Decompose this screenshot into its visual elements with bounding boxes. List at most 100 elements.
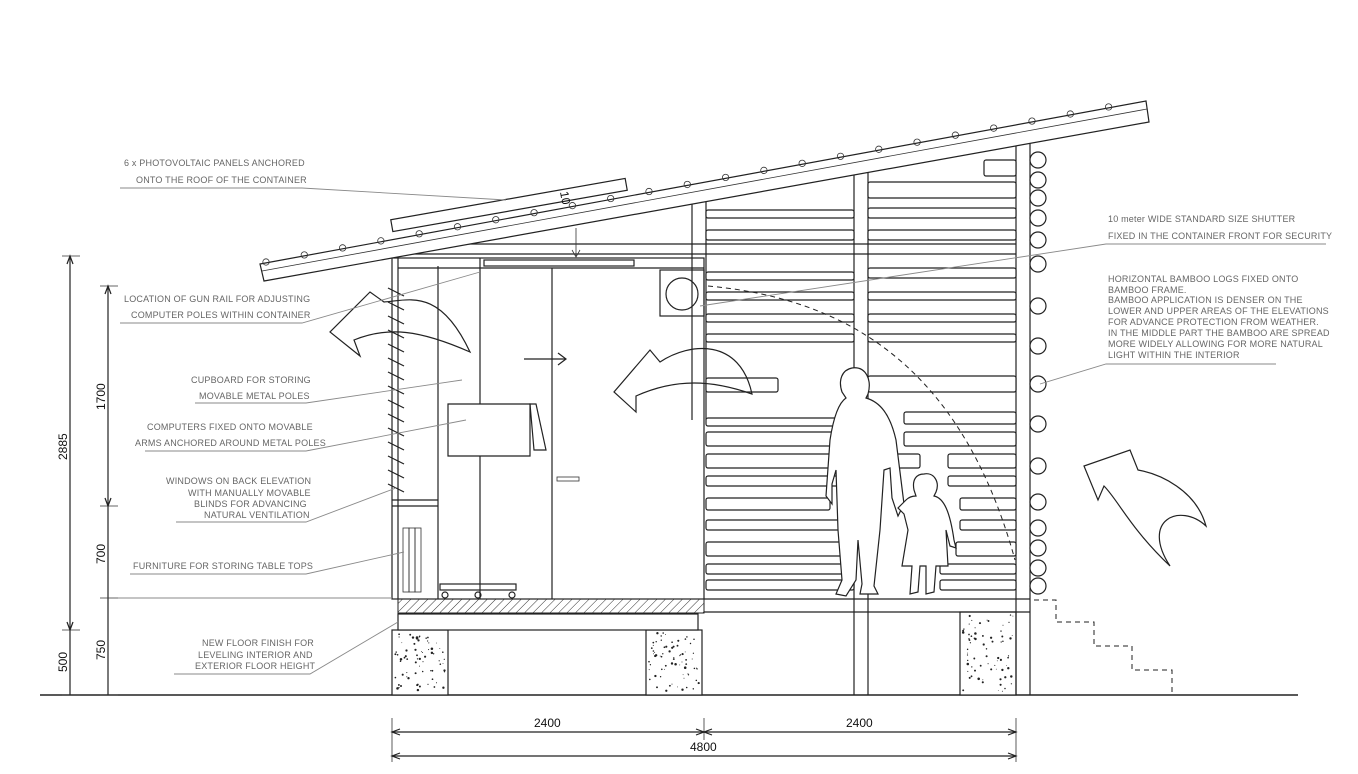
concrete-speckle: [424, 655, 427, 658]
bamboo-log: [903, 411, 1017, 425]
concrete-speckle: [650, 647, 653, 649]
concrete-speckle: [436, 642, 437, 644]
blind-slat: [387, 315, 405, 325]
wind-arrow-right: [1083, 449, 1208, 567]
concrete-speckle: [401, 642, 403, 644]
child-silhouette: [897, 473, 957, 595]
bamboo-log: [947, 453, 1017, 469]
concrete-speckle: [1001, 690, 1003, 692]
dim-total: 4800: [690, 740, 717, 754]
concrete-speckle: [693, 638, 695, 640]
bamboo-log: [955, 541, 1017, 557]
bamboo-log-end: [1029, 171, 1047, 189]
concrete-speckle: [665, 689, 668, 692]
blind-slat: [387, 371, 405, 381]
concrete-speckle: [663, 646, 666, 649]
concrete-speckle: [414, 648, 417, 651]
dim-right-span: 2400: [846, 716, 873, 730]
roof-hole: [798, 159, 806, 167]
concrete-speckle: [1007, 655, 1010, 657]
concrete-speckle: [406, 672, 408, 674]
concrete-speckle: [968, 623, 970, 625]
concrete-speckle: [399, 660, 402, 662]
concrete-speckle: [656, 632, 659, 635]
concrete-speckle: [400, 685, 402, 687]
concrete-speckle: [677, 639, 680, 642]
concrete-speckle: [968, 676, 971, 679]
concrete-speckle: [962, 629, 965, 632]
concrete-speckle: [1009, 637, 1012, 640]
roof-hole: [913, 138, 921, 146]
roof-hole: [760, 166, 768, 174]
concrete-speckle: [660, 635, 662, 637]
concrete-speckle: [967, 670, 969, 672]
concrete-speckle: [665, 634, 666, 636]
blind-slat: [387, 469, 405, 479]
concrete-speckle: [1000, 630, 1002, 632]
concrete-speckle: [1010, 683, 1013, 685]
container-base-beam: [397, 613, 699, 631]
concrete-speckle: [662, 653, 664, 655]
dim-left-span: 2400: [534, 716, 561, 730]
bamboo-log: [705, 313, 855, 323]
bamboo-log-end: [1029, 375, 1047, 393]
concrete-speckle: [982, 679, 984, 681]
concrete-speckle: [1009, 614, 1012, 616]
dim-upper: 1700: [94, 383, 108, 410]
bamboo-log-end: [1029, 151, 1047, 169]
bamboo-log: [705, 333, 855, 343]
concrete-speckle: [1010, 675, 1013, 678]
horizontal-dimensions: 2400 2400 4800: [390, 716, 1018, 762]
concrete-speckle: [660, 655, 663, 658]
concrete-speckle: [978, 622, 982, 625]
foundation-blocks: [391, 611, 1017, 696]
bamboo-log: [705, 541, 855, 557]
concrete-speckle: [692, 688, 695, 690]
bamboo-log: [867, 333, 1017, 343]
concrete-speckle: [406, 658, 409, 660]
concrete-speckle: [679, 655, 680, 657]
concrete-speckle: [430, 651, 434, 655]
roof-hole: [683, 180, 691, 189]
blind-slat: [387, 413, 405, 423]
concrete-speckle: [654, 651, 656, 653]
concrete-speckle: [438, 660, 440, 662]
concrete-speckle: [679, 664, 681, 666]
concrete-speckle: [648, 660, 650, 663]
concrete-speckle: [981, 634, 984, 637]
bamboo-log-end: [1029, 337, 1047, 355]
roof-hole: [645, 187, 653, 196]
note-computers: COMPUTERS FIXED ONTO MOVABLE ARMS ANCHOR…: [135, 422, 326, 448]
concrete-speckle: [411, 636, 415, 639]
concrete-speckle: [430, 670, 432, 672]
concrete-speckle: [999, 683, 1002, 686]
concrete-speckle: [670, 662, 674, 665]
bamboo-log: [867, 267, 1017, 279]
concrete-speckle: [431, 669, 434, 672]
concrete-speckle: [427, 640, 429, 642]
concrete-speckle: [682, 674, 684, 676]
bamboo-log: [903, 431, 1017, 447]
concrete-speckle: [962, 689, 965, 692]
note-gun-rail: LOCATION OF GUN RAIL FOR ADJUSTING COMPU…: [124, 294, 313, 320]
bamboo-log-end: [1029, 255, 1047, 273]
concrete-speckle: [668, 684, 671, 687]
concrete-speckle: [1008, 621, 1010, 623]
concrete-speckle: [420, 651, 422, 653]
concrete-speckle: [687, 674, 690, 676]
concrete-speckle: [974, 669, 976, 672]
concrete-speckle: [430, 647, 434, 650]
concrete-speckle: [427, 683, 429, 685]
bamboo-log: [705, 229, 855, 241]
concrete-speckle: [659, 655, 661, 657]
concrete-speckle: [693, 667, 696, 670]
concrete-speckle: [999, 658, 1002, 661]
concrete-speckle: [435, 682, 438, 684]
concrete-speckle: [674, 662, 677, 666]
concrete-speckle: [660, 639, 662, 641]
wind-arrow-left: [329, 291, 472, 358]
concrete-speckle: [691, 658, 693, 660]
concrete-speckle: [695, 679, 698, 682]
concrete-speckle: [1011, 634, 1013, 636]
concrete-speckle: [403, 656, 406, 659]
